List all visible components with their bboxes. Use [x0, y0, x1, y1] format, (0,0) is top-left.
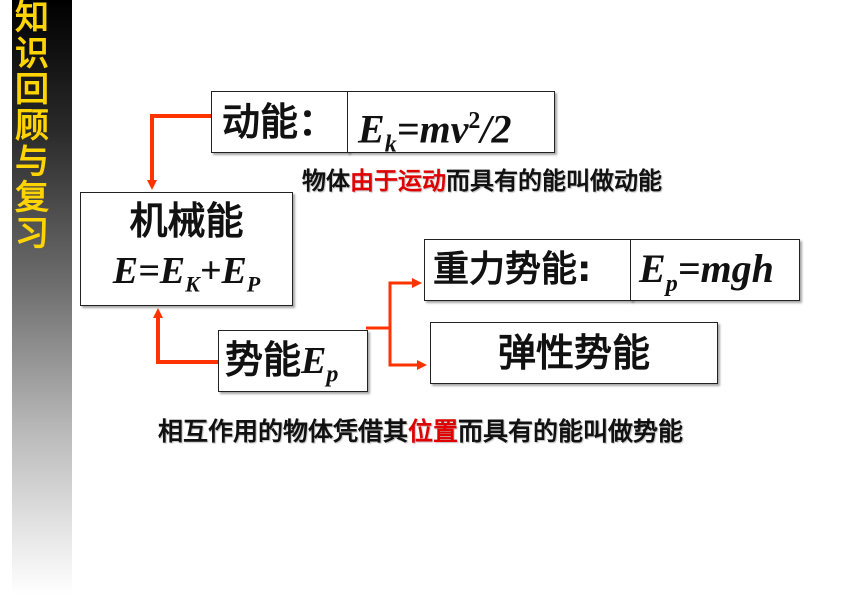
kinetic-formula-tail: /2 [480, 106, 512, 152]
gravity-formula-e: E [639, 246, 666, 291]
mechanical-formula-plus: +E [199, 250, 247, 292]
mechanical-energy-box: 机械能 E=EK+EP [80, 192, 293, 306]
kinetic-label: 动能： [222, 100, 337, 144]
potential-label-text: 势能 [225, 338, 302, 382]
sidebar-title-char: 回 [15, 70, 49, 110]
gravity-formula-sub: p [665, 271, 678, 297]
kinetic-definition-pre: 物体 [302, 167, 350, 195]
sidebar-title-char: 复 [15, 178, 49, 218]
sidebar-title-char: 知 [15, 0, 49, 38]
potential-formula-sub: p [326, 361, 339, 388]
gravity-formula-tail: =mgh [677, 246, 774, 291]
arrow-potential-to-gravity [388, 278, 422, 328]
kinetic-formula-box: Ek=mv2/2 [347, 91, 555, 157]
kinetic-label-box: 动能： [211, 91, 349, 153]
potential-definition: 相互作用的物体凭借其位置而具有的能叫做势能 [158, 416, 683, 448]
arrow-kinetic-to-mechanical [147, 114, 212, 190]
mechanical-formula-sub-k: K [185, 271, 200, 297]
sidebar-title-char: 习 [15, 214, 49, 254]
gravity-formula: Ep=mgh [639, 246, 774, 307]
potential-definition-highlight: 位置 [408, 417, 459, 446]
gravity-label: 重力势能: [433, 249, 592, 290]
elastic-energy-label: 弹性势能 [497, 331, 650, 375]
kinetic-formula: Ek=mv2/2 [358, 98, 511, 167]
kinetic-formula-eq: =mv [396, 106, 469, 152]
mechanical-formula-e: E=E [112, 250, 186, 292]
elastic-energy-box: 弹性势能 [430, 322, 718, 384]
kinetic-formula-sub: k [384, 131, 397, 158]
kinetic-definition-highlight: 由于运动 [350, 167, 446, 195]
sidebar-title-char: 识 [15, 34, 49, 74]
sidebar-title: 知 识 回 顾 与 复 习 [12, 0, 52, 252]
potential-formula-e: E [301, 340, 327, 382]
mechanical-energy-label: 机械能 [129, 199, 244, 243]
kinetic-formula-e: E [358, 106, 385, 152]
potential-energy-box: 势能Ep [218, 330, 368, 392]
sidebar: 知 识 回 顾 与 复 习 [12, 0, 72, 595]
kinetic-formula-sup: 2 [468, 108, 481, 134]
kinetic-definition: 物体由于运动而具有的能叫做动能 [302, 166, 662, 196]
arrow-potential-to-elastic [388, 328, 427, 370]
potential-definition-post: 而具有的能叫做势能 [458, 417, 684, 446]
mechanical-energy-formula: E=EK+EP [81, 249, 292, 307]
gravity-formula-box: Ep=mgh [630, 239, 800, 301]
gravity-label-box: 重力势能: [424, 239, 632, 301]
sidebar-title-char: 与 [15, 142, 49, 182]
potential-energy-label: 势能Ep [225, 337, 338, 398]
mechanical-formula-sub-p: P [246, 271, 261, 297]
arrow-potential-to-mechanical [153, 308, 218, 364]
sidebar-title-char: 顾 [15, 106, 49, 146]
potential-definition-pre: 相互作用的物体凭借其 [158, 417, 409, 446]
kinetic-definition-post: 而具有的能叫做动能 [446, 167, 662, 195]
